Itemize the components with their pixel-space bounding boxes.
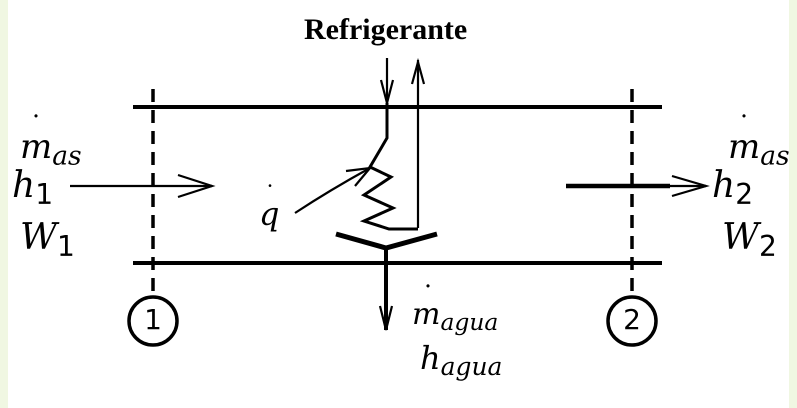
heat-symbol: q: [259, 195, 279, 233]
right-edge-band: [789, 0, 797, 408]
inlet-enthalpy-label: h1: [12, 168, 53, 209]
outlet-humidity-symbol: W: [722, 217, 760, 258]
inlet-humidity-subscript: 1: [57, 230, 75, 264]
station-2-circle: [606, 295, 658, 347]
station-1-circle: [127, 295, 179, 347]
left-edge-band: [0, 0, 8, 408]
refrigerant-outlet-arrowhead: [410, 57, 426, 85]
station-2-label: 2: [623, 303, 641, 336]
inlet-mass-flow-label: mas: [20, 130, 82, 170]
condensate-mass-flow-symbol: m: [412, 297, 440, 332]
inlet-mass-flow-subscript: as: [52, 140, 82, 172]
condensate-drain-arrowhead: [378, 305, 394, 331]
heat-transfer-arrow: [294, 167, 371, 214]
condensate-enthalpy-symbol: h: [420, 339, 441, 377]
inlet-humidity-symbol: W: [20, 217, 58, 258]
outlet-humidity-subscript: 2: [759, 230, 777, 264]
heat-transfer-arrowhead: [345, 166, 373, 187]
station-1-label: 1: [144, 303, 162, 336]
inlet-enthalpy-subscript: 1: [35, 178, 54, 212]
outlet-arrowhead: [671, 174, 710, 198]
outlet-enthalpy-symbol: h: [712, 165, 736, 206]
refrigerant-title: Refrigerante: [304, 13, 468, 46]
outlet-mass-flow-label: mas: [728, 130, 790, 170]
coil-zigzag: [359, 103, 418, 231]
condensate-enthalpy-label: hagua: [420, 342, 502, 380]
outlet-enthalpy-label: h2: [712, 168, 753, 209]
outlet-mass-flow-symbol: m: [728, 127, 760, 167]
condensate-tray: [335, 231, 438, 251]
heat-label: q: [259, 198, 279, 230]
outlet-mass-flow-subscript: as: [760, 140, 790, 172]
outlet-humidity-label: W2: [722, 220, 777, 261]
inlet-arrowhead: [177, 173, 216, 199]
condensate-mass-flow-subscript: agua: [440, 307, 499, 336]
condensate-enthalpy-subscript: agua: [440, 352, 503, 382]
condensate-mass-flow-label: magua: [412, 300, 498, 334]
inlet-humidity-label: W1: [20, 220, 75, 261]
inlet-mass-flow-symbol: m: [20, 127, 52, 167]
inlet-enthalpy-symbol: h: [12, 165, 36, 206]
outlet-enthalpy-subscript: 2: [735, 178, 754, 212]
